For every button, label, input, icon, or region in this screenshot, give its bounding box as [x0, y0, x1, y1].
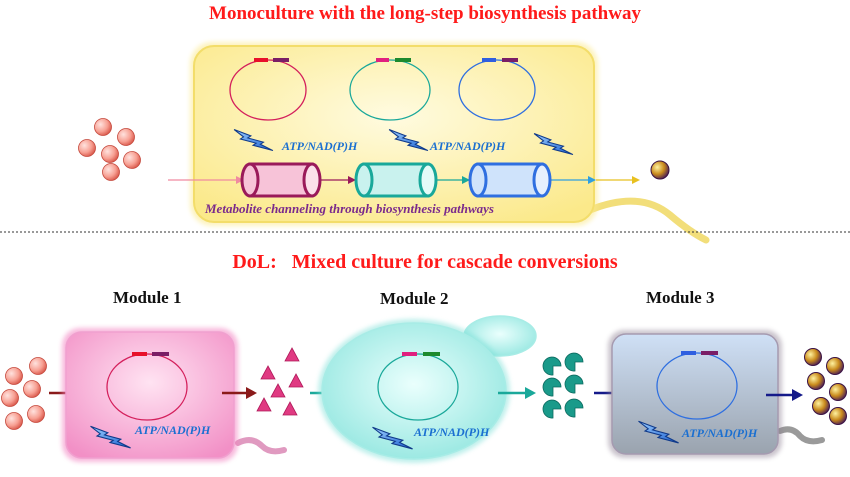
enzyme-tube-icon [354, 162, 438, 198]
energy-label: ATP/NAD(P)H [429, 139, 506, 153]
plasmid-icon [656, 351, 738, 420]
enzyme-tube-icon [468, 162, 552, 198]
flagellum-icon [586, 197, 710, 244]
substrate-sphere-icon [1, 357, 47, 430]
flagellum-icon [777, 426, 825, 445]
module-1-energy-label: ATP/NAD(P)H [134, 423, 211, 437]
module-3-energy-label: ATP/NAD(P)H [681, 426, 758, 440]
product-sphere-icon [804, 348, 847, 425]
flagellum-icon [235, 437, 287, 455]
pacman-intermediate-icon [542, 352, 584, 419]
plasmid-icon [349, 58, 431, 121]
plasmid-icon [229, 58, 307, 121]
substrate-sphere-icon [78, 118, 141, 181]
product-sphere-icon [650, 160, 670, 180]
plasmid-icon [106, 352, 188, 421]
channeling-label: Metabolite channeling through biosynthes… [204, 201, 494, 216]
plasmid-icon [458, 58, 536, 121]
module-2-label: Module 2 [380, 289, 449, 308]
module-1-label: Module 1 [113, 288, 182, 307]
enzyme-tube-icon [240, 162, 322, 198]
energy-label: ATP/NAD(P)H [281, 139, 358, 153]
module-2-energy-label: ATP/NAD(P)H [413, 425, 490, 439]
top-title: Monoculture with the long-step biosynthe… [209, 3, 641, 24]
triangle-intermediate-icon [256, 347, 304, 416]
plasmid-icon [377, 352, 459, 421]
dol-title: DoL: Mixed culture for cascade conversio… [232, 251, 618, 273]
module-3-label: Module 3 [646, 288, 715, 307]
